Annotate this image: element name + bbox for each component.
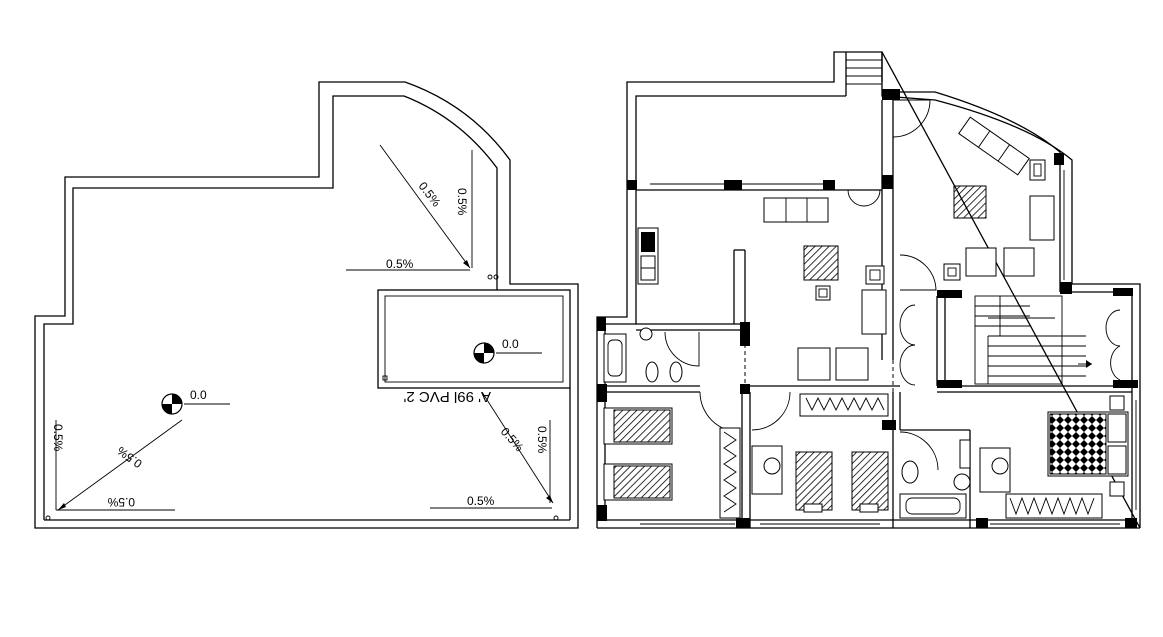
slope-label-6: 0.5% [107,495,135,509]
bedroom-1 [603,407,741,519]
floor-plan [596,51,1141,529]
bathroom-2 [899,439,971,519]
bedroom-3 [979,395,1129,519]
slope-label-4: 0.5% [51,424,65,452]
dining-furniture [763,197,887,381]
bedroom-2 [751,393,889,513]
living-furniture [943,116,1055,281]
kitchen [637,227,659,285]
slope-label-9: 0.5% [467,494,495,508]
level-mark-1 [161,393,230,415]
slope-label-1: 0.5% [416,179,444,209]
level-label-1: 0.0 [190,388,207,402]
slope-label-3: 0.5% [386,257,414,271]
slope-label-7: 0.5% [498,425,527,455]
bathroom-1 [603,327,683,383]
entrance-steps [846,59,882,85]
roof-plan: 0.0 0.0 0.5% 0.5% 0.5% 0.5% 0.5% 0.5% 0.… [34,81,579,529]
slope-label-8: 0.5% [535,426,549,454]
slope-label-2: 0.5% [455,188,469,216]
pvc-note: A' 99l PVC 2' [403,388,491,405]
staircase [974,295,1092,385]
level-label-2: 0.0 [502,337,519,351]
slope-label-5: 0.5% [114,443,145,471]
level-mark-2 [473,342,542,364]
windows [640,170,1137,525]
slope-arrows [55,144,554,511]
door-swings [664,99,1121,471]
